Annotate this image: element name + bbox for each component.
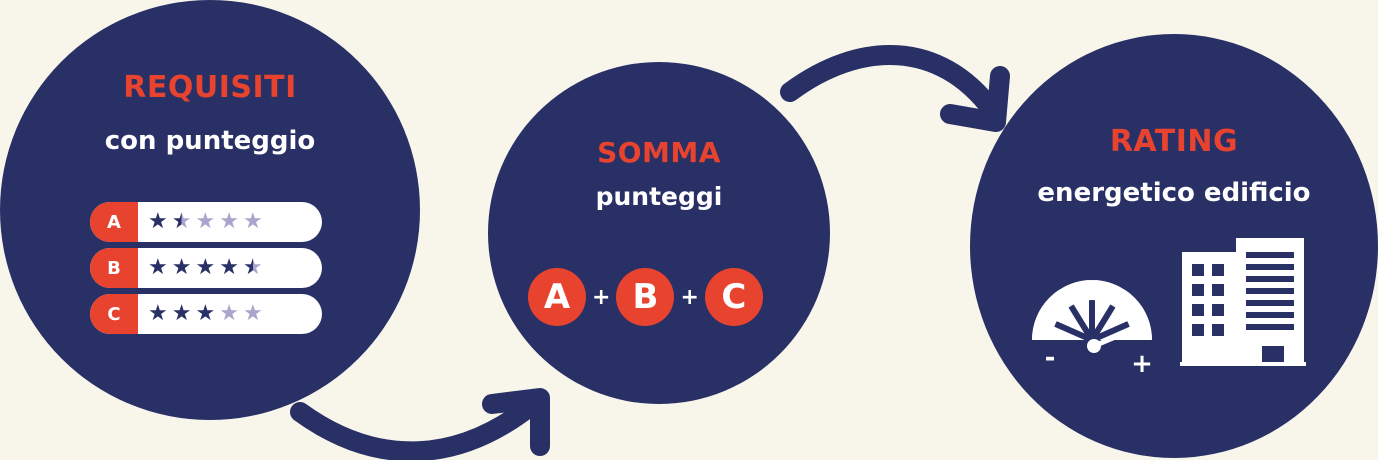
star-icon: ★ xyxy=(219,255,239,280)
row-letter: A xyxy=(90,202,138,242)
score-row: B★★★★★ xyxy=(90,248,322,288)
star-icon: ★ xyxy=(219,209,239,234)
requirements-title: REQUISITI xyxy=(123,70,297,105)
star-icon: ★ xyxy=(219,301,239,326)
row-letter: C xyxy=(90,294,138,334)
star-icon: ★ xyxy=(171,301,192,326)
rating-title: RATING xyxy=(1109,124,1239,159)
score-row: A★★★★★ xyxy=(90,202,322,242)
star-rating: ★★★★★ xyxy=(148,211,263,233)
score-row: C★★★★★ xyxy=(90,294,322,334)
star-icon: ★ xyxy=(148,209,168,234)
plus-sign: + xyxy=(592,284,611,310)
star-icon: ★ xyxy=(242,255,263,280)
star-icon: ★ xyxy=(195,255,216,280)
star-icon: ★ xyxy=(242,301,263,326)
sum-term-badge: B xyxy=(616,268,675,326)
building-icon xyxy=(1180,238,1306,366)
requirements-subtitle: con punteggio xyxy=(104,126,316,156)
rating-circle: RATING energetico edificio xyxy=(970,34,1378,458)
gauge-plus-label: + xyxy=(1131,349,1153,379)
star-icon: ★ xyxy=(171,209,192,234)
rating-subtitle: energetico edificio xyxy=(1037,178,1311,208)
star-icon: ★ xyxy=(148,301,168,326)
row-letter: B xyxy=(90,248,138,288)
sum-term-badge: C xyxy=(704,268,763,326)
sum-term-badge: A xyxy=(528,268,586,326)
star-icon: ★ xyxy=(171,255,192,280)
star-icon: ★ xyxy=(242,209,263,234)
star-rating: ★★★★★ xyxy=(148,303,263,325)
arrow-icon xyxy=(290,388,550,460)
gauge-minus-label: - xyxy=(1045,343,1056,373)
score-rows: A★★★★★B★★★★★C★★★★★ xyxy=(90,202,322,340)
sum-subtitle: punteggi xyxy=(595,182,723,211)
star-rating: ★★★★★ xyxy=(148,257,263,279)
plus-sign: + xyxy=(680,284,699,310)
sum-title: SOMMA xyxy=(597,136,721,169)
sum-formula: A+B+C xyxy=(528,268,763,326)
star-icon: ★ xyxy=(195,301,216,326)
star-icon: ★ xyxy=(148,255,168,280)
star-icon: ★ xyxy=(195,209,216,234)
sum-circle: SOMMA punteggi xyxy=(488,62,830,404)
gauge-icon: - + xyxy=(1032,280,1153,379)
arrow-icon xyxy=(780,45,1010,132)
